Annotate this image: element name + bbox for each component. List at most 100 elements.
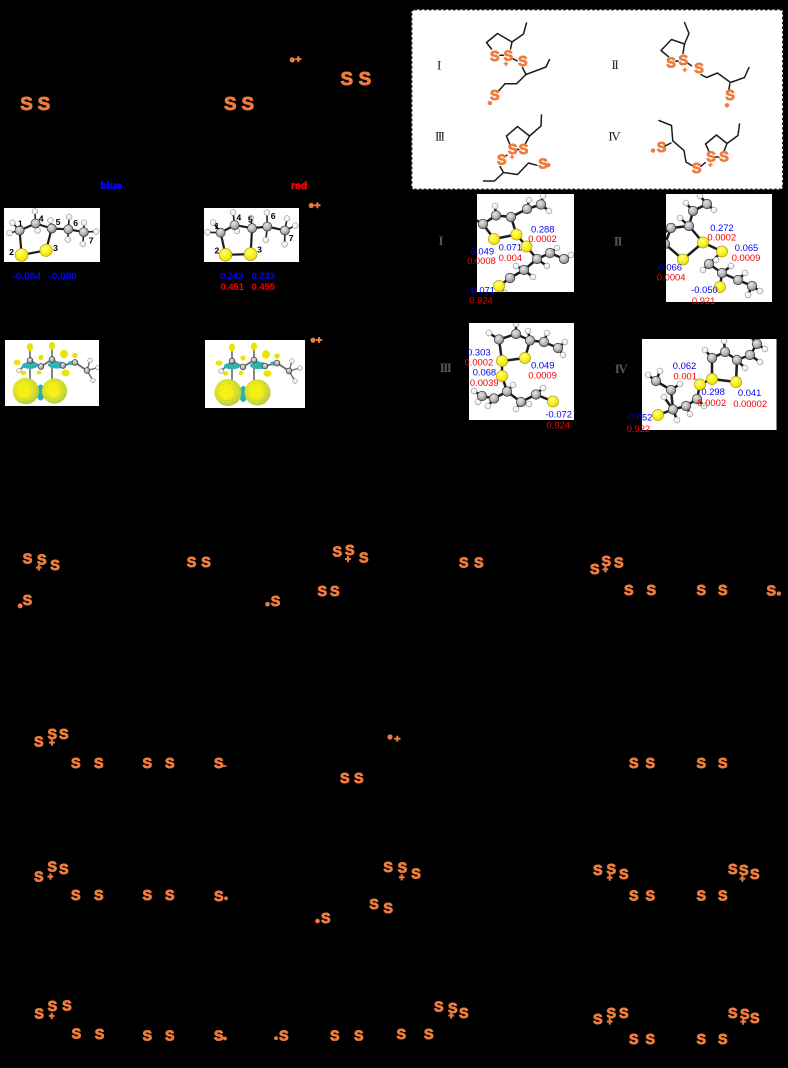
svg-text:4: 4 bbox=[39, 214, 44, 224]
svg-text:0.0008: 0.0008 bbox=[467, 255, 496, 266]
svg-text:S: S bbox=[214, 889, 224, 905]
svg-text:S: S bbox=[725, 88, 735, 104]
svg-text:0.049: 0.049 bbox=[471, 245, 494, 256]
svg-text:0.455: 0.455 bbox=[252, 282, 275, 292]
svg-text:0.0009: 0.0009 bbox=[528, 370, 557, 381]
svg-text:5: 5 bbox=[248, 215, 253, 225]
svg-text:-0.071: -0.071 bbox=[468, 284, 495, 295]
svg-text:0.243: 0.243 bbox=[220, 271, 243, 281]
svg-text:1: 1 bbox=[18, 219, 23, 229]
svg-text:S: S bbox=[607, 862, 617, 878]
svg-text:S: S bbox=[740, 1007, 750, 1023]
svg-text:4: 4 bbox=[236, 213, 241, 223]
svg-text:IV: IV bbox=[615, 361, 629, 376]
svg-text:0.922: 0.922 bbox=[627, 423, 650, 434]
svg-text:S: S bbox=[694, 61, 704, 77]
svg-text:0.065: 0.065 bbox=[735, 242, 758, 253]
svg-text:S: S bbox=[143, 1029, 153, 1045]
svg-text:S: S bbox=[62, 999, 72, 1015]
svg-text:S: S bbox=[657, 140, 667, 156]
svg-text:S: S bbox=[48, 727, 58, 743]
svg-text:S: S bbox=[518, 54, 528, 70]
svg-text:S: S bbox=[214, 1029, 224, 1045]
svg-text:0.071: 0.071 bbox=[499, 241, 522, 252]
svg-text:S: S bbox=[330, 584, 340, 600]
svg-text:3: 3 bbox=[257, 245, 262, 255]
svg-text:-0.090: -0.090 bbox=[48, 272, 77, 283]
svg-text:0.924: 0.924 bbox=[547, 419, 570, 430]
svg-text:III: III bbox=[440, 360, 452, 375]
svg-text:S: S bbox=[242, 93, 255, 114]
svg-text:0.0002: 0.0002 bbox=[697, 397, 726, 408]
svg-text:blue: blue bbox=[101, 180, 123, 192]
svg-text:S: S bbox=[646, 889, 656, 905]
svg-text:S: S bbox=[34, 735, 44, 751]
svg-text:0.272: 0.272 bbox=[710, 222, 733, 233]
svg-text:2: 2 bbox=[215, 245, 220, 255]
svg-text:S: S bbox=[330, 1029, 340, 1045]
svg-text:1: 1 bbox=[215, 221, 220, 231]
svg-text:0.004: 0.004 bbox=[499, 252, 522, 263]
svg-text:S: S bbox=[341, 68, 354, 89]
svg-text:S: S bbox=[165, 888, 175, 904]
svg-text:S: S bbox=[750, 867, 760, 883]
svg-text:6: 6 bbox=[73, 218, 78, 228]
svg-text:S: S bbox=[590, 562, 600, 578]
svg-text:0.00002: 0.00002 bbox=[733, 398, 767, 409]
svg-text:S: S bbox=[34, 870, 44, 886]
svg-text:S: S bbox=[143, 888, 153, 904]
svg-text:S: S bbox=[94, 756, 104, 772]
svg-text:0.0004: 0.0004 bbox=[657, 272, 686, 283]
svg-text:S: S bbox=[692, 161, 702, 177]
svg-text:S: S bbox=[50, 558, 60, 574]
svg-text:S: S bbox=[359, 551, 369, 567]
svg-text:red: red bbox=[291, 180, 307, 192]
svg-text:0.288: 0.288 bbox=[531, 223, 554, 234]
svg-text:S: S bbox=[165, 1029, 175, 1045]
svg-text:S: S bbox=[383, 901, 393, 917]
svg-text:S: S bbox=[459, 1006, 469, 1022]
svg-text:S: S bbox=[359, 68, 372, 89]
svg-text:0.303: 0.303 bbox=[467, 347, 490, 358]
svg-text:0.062: 0.062 bbox=[673, 360, 696, 371]
svg-text:S: S bbox=[538, 157, 548, 173]
svg-text:S: S bbox=[37, 552, 47, 568]
svg-text:S: S bbox=[214, 756, 224, 772]
svg-text:S: S bbox=[369, 897, 379, 913]
svg-text:S: S bbox=[354, 1029, 364, 1045]
svg-text:S: S bbox=[697, 1032, 707, 1048]
svg-text:I: I bbox=[437, 58, 441, 73]
svg-text:S: S bbox=[519, 142, 529, 158]
svg-text:5: 5 bbox=[56, 217, 61, 227]
svg-text:S: S bbox=[48, 999, 58, 1015]
svg-text:S: S bbox=[647, 583, 657, 599]
svg-text:II: II bbox=[614, 233, 623, 248]
svg-text:I: I bbox=[439, 233, 444, 248]
svg-text:0.233: 0.233 bbox=[252, 271, 275, 281]
svg-text:S: S bbox=[624, 583, 634, 599]
svg-text:S: S bbox=[59, 862, 69, 878]
svg-text:3: 3 bbox=[53, 243, 58, 253]
svg-text:S: S bbox=[411, 867, 421, 883]
svg-text:S: S bbox=[398, 861, 408, 877]
svg-text:0.451: 0.451 bbox=[221, 282, 244, 292]
svg-text:S: S bbox=[728, 862, 738, 878]
svg-text:-0.084: -0.084 bbox=[13, 272, 42, 283]
svg-text:S: S bbox=[448, 1001, 458, 1017]
svg-text:S: S bbox=[345, 543, 355, 559]
svg-text:S: S bbox=[718, 889, 728, 905]
svg-text:0.001: 0.001 bbox=[674, 371, 697, 382]
svg-text:0.924: 0.924 bbox=[469, 295, 492, 306]
svg-text:S: S bbox=[629, 889, 639, 905]
svg-text:S: S bbox=[602, 554, 612, 570]
svg-text:0.0039: 0.0039 bbox=[470, 377, 499, 388]
svg-text:S: S bbox=[383, 860, 393, 876]
svg-text:S: S bbox=[354, 771, 364, 787]
svg-text:S: S bbox=[474, 556, 484, 572]
svg-text:0.041: 0.041 bbox=[738, 387, 761, 398]
svg-text:6: 6 bbox=[271, 211, 276, 221]
svg-text:S: S bbox=[271, 594, 281, 610]
svg-text:III: III bbox=[435, 128, 445, 143]
svg-text:S: S bbox=[434, 1000, 444, 1016]
svg-text:S: S bbox=[318, 584, 328, 600]
